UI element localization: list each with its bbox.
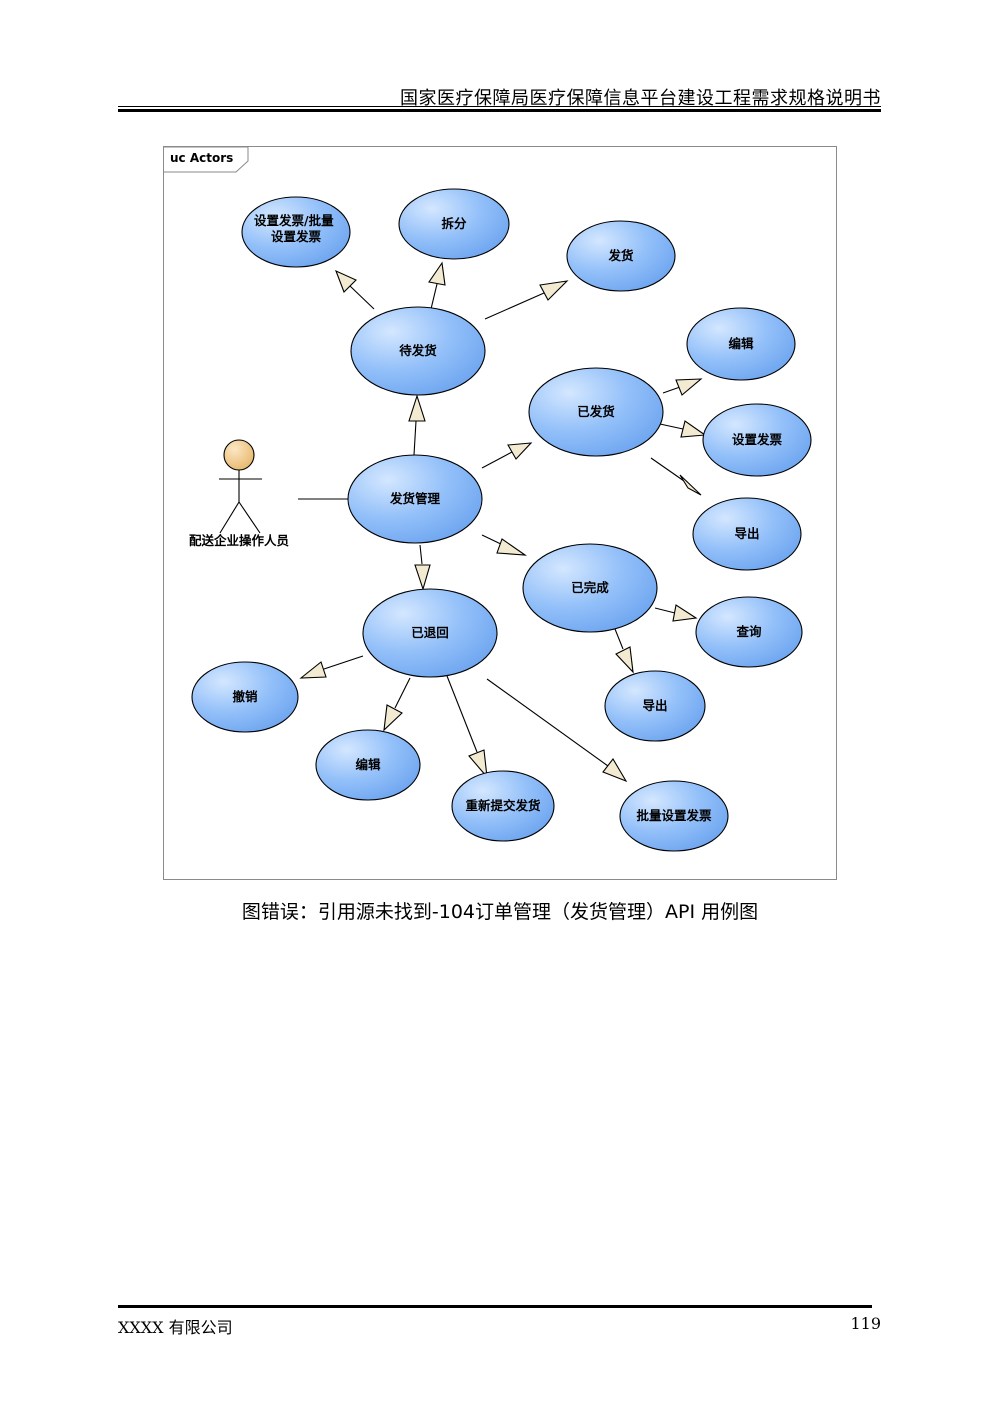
- uc-returned-resubmit[interactable]: [451, 770, 555, 842]
- uc-shipped-edit-label: 编辑: [728, 336, 754, 351]
- arrowhead: [383, 704, 403, 732]
- uc-split-label: 拆分: [441, 216, 467, 231]
- use-cases: [191, 188, 812, 852]
- uc-pending[interactable]: [350, 306, 486, 396]
- uc-returned-batch-invoice-label: 批量设置发票: [636, 808, 712, 823]
- uc-returned-resubmit-label: 重新提交发货: [465, 798, 541, 813]
- include-line: [323, 655, 364, 670]
- arrowhead: [408, 394, 426, 422]
- include-line: [650, 457, 685, 482]
- arrowhead: [602, 758, 628, 783]
- include-line: [481, 451, 513, 469]
- arrowhead: [539, 280, 569, 301]
- actor: 配送企业操作人员: [189, 439, 290, 548]
- arrowhead: [468, 749, 488, 779]
- uc-ship[interactable]: [566, 220, 676, 292]
- arrowhead: [672, 604, 698, 622]
- connectors: [298, 261, 707, 783]
- page-number: 119: [850, 1314, 881, 1333]
- include-line: [614, 628, 624, 650]
- frame-tag: [164, 147, 249, 173]
- uc-returned[interactable]: [362, 588, 498, 678]
- uc-returned-cancel[interactable]: [191, 661, 299, 733]
- uc-returned-edit-label: 编辑: [355, 757, 381, 772]
- arrowhead: [507, 442, 533, 460]
- actor-name: 配送企业操作人员: [189, 533, 290, 548]
- frame-label: uc Actors: [170, 151, 233, 165]
- uc-returned-label: 已退回: [411, 625, 449, 640]
- uc-split[interactable]: [398, 188, 510, 260]
- use-case-diagram: uc Actors: [163, 146, 837, 880]
- uc-invoice-set-label-line1: 设置发票/批量: [254, 213, 334, 228]
- include-line: [659, 423, 684, 430]
- uc-returned-cancel-label: 撤销: [232, 689, 258, 704]
- arrowhead: [615, 646, 634, 674]
- include-line: [654, 607, 676, 614]
- uc-manage-label: 发货管理: [389, 491, 441, 506]
- arrowhead: [496, 538, 527, 556]
- arrowhead: [335, 269, 357, 293]
- include-line: [662, 386, 681, 394]
- footer-rule: [118, 1305, 872, 1308]
- arrowhead: [414, 564, 431, 591]
- uc-returned-batch-invoice[interactable]: [619, 780, 729, 852]
- include-line: [486, 678, 609, 767]
- arrowhead: [680, 420, 707, 438]
- figure-caption: 图错误：引用源未找到-104订单管理（发货管理）API 用例图: [241, 901, 759, 923]
- include-line: [394, 677, 411, 709]
- header-rule: [118, 106, 881, 107]
- uc-completed-export[interactable]: [604, 670, 706, 742]
- uc-completed-label: 已完成: [571, 580, 609, 595]
- arrowhead: [299, 661, 327, 679]
- uc-completed-query-label: 查询: [735, 624, 762, 639]
- uc-shipped-export-label: 导出: [734, 526, 759, 541]
- uc-shipped-invoice[interactable]: [702, 403, 812, 477]
- uc-invoice-set[interactable]: [241, 196, 351, 268]
- uc-shipped-export[interactable]: [692, 497, 802, 571]
- arrowhead: [428, 261, 446, 286]
- uc-pending-label: 待发货: [399, 343, 437, 358]
- uc-shipped[interactable]: [528, 367, 664, 457]
- arrowhead: [679, 474, 702, 496]
- include-line: [484, 292, 545, 320]
- include-line: [349, 285, 375, 310]
- include-line: [430, 283, 438, 310]
- arrowhead: [675, 378, 703, 396]
- uc-shipped-invoice-label: 设置发票: [732, 432, 783, 447]
- uc-completed-export-label: 导出: [642, 698, 667, 713]
- use-case-diagram-canvas: uc Actors: [164, 147, 812, 852]
- uc-completed-query[interactable]: [695, 596, 803, 668]
- uc-completed[interactable]: [522, 543, 658, 633]
- uc-invoice-set-label: 设置发票/批量 设置发票: [254, 213, 338, 244]
- uc-invoice-set-label-line2: 设置发票: [271, 229, 322, 244]
- uc-manage[interactable]: [347, 454, 483, 544]
- uc-shipped-edit[interactable]: [686, 307, 796, 381]
- actor-head-icon: [223, 439, 255, 471]
- page-header-title: 国家医疗保障局医疗保障信息平台建设工程需求规格说明书: [400, 88, 881, 109]
- include-line: [419, 544, 423, 565]
- header-rule-thick: [118, 109, 881, 112]
- uc-shipped-label: 已发货: [577, 404, 615, 419]
- footer-company: XXXX 有限公司: [118, 1318, 233, 1337]
- include-line: [446, 675, 478, 753]
- uc-returned-edit[interactable]: [315, 729, 421, 801]
- include-line: [413, 420, 417, 456]
- uc-ship-label: 发货: [607, 248, 634, 263]
